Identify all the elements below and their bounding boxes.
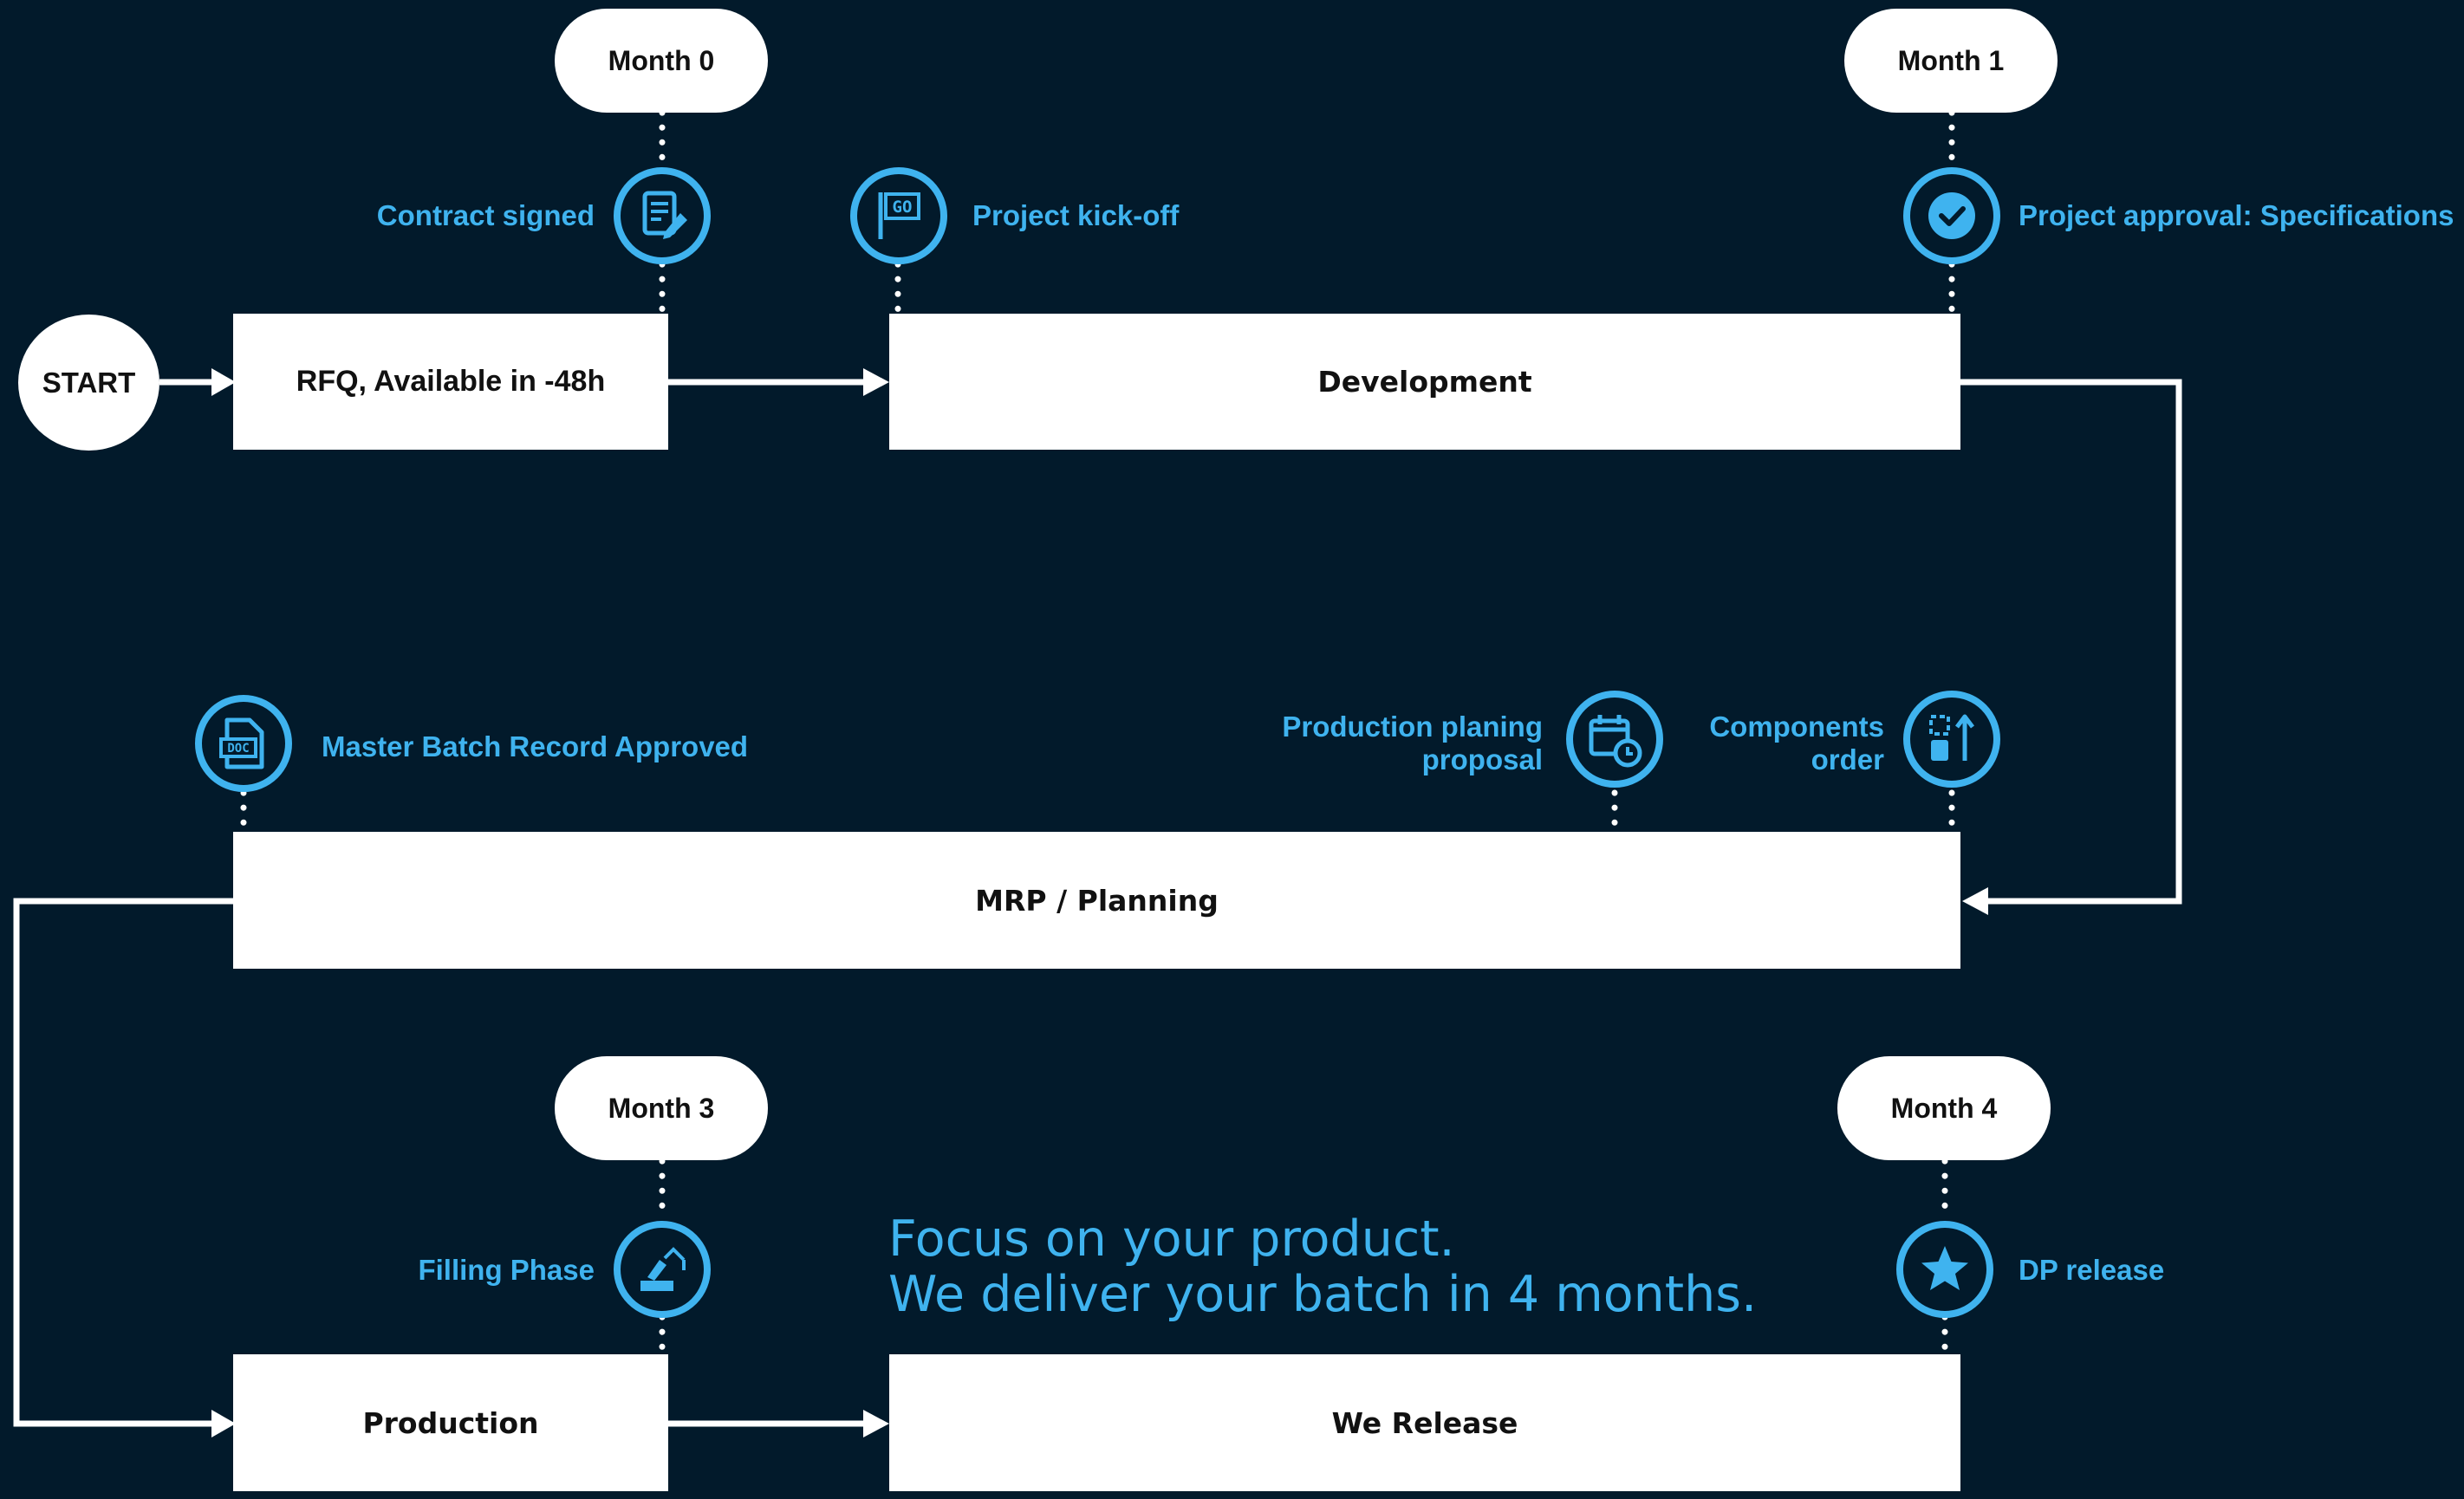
arrow-mrp-to-production-head [211,1410,236,1437]
month-4-label: Month 4 [1890,1092,1998,1124]
svg-text:GO: GO [893,198,913,217]
doc-file-icon: DOC [195,695,292,792]
filling-phase-label: Filling Phase [418,1254,595,1286]
production-label: Production [362,1405,539,1440]
rfq-label: RFQ, Available in -48h [296,365,606,398]
month-1-pill: Month 1 [1844,9,2058,113]
components-order-label: Components order [1709,711,1884,776]
components-order-line2: order [1811,743,1884,775]
tagline: Focus on your product. We deliver your b… [888,1211,1757,1322]
components-order-icon [1903,691,2000,788]
calendar-clock-icon [1566,691,1663,788]
svg-text:DOC: DOC [227,742,249,756]
production-planning-line1: Production planing [1282,711,1543,743]
arrow-production-to-release-head [863,1410,889,1437]
release-box: We Release [889,1354,1960,1491]
tagline-line1: Focus on your product. [888,1210,1455,1268]
components-order-line1: Components [1709,711,1884,743]
start-label: START [42,366,136,399]
arrow-development-to-mrp [1960,379,2182,905]
mrp-planning-label: MRP / Planning [975,883,1219,918]
contract-signed-label: Contract signed [376,199,595,231]
arrow-start-to-rfq-head [211,368,236,396]
development-box: Development [889,314,1960,450]
development-label: Development [1317,365,1532,399]
release-label: We Release [1331,1405,1518,1440]
start-node: START [18,315,159,451]
go-flag-icon: GO [850,167,947,264]
month-4-pill: Month 4 [1837,1056,2051,1160]
document-pen-icon [614,167,711,264]
month-1-label: Month 1 [1897,44,2005,76]
arrow-rfq-to-development-head [863,368,889,396]
arrow-development-to-mrp-head [1962,887,1988,915]
mrp-planning-box: MRP / Planning [233,832,1960,969]
tagline-line2: We deliver your batch in 4 months. [888,1266,1758,1323]
month-3-pill: Month 3 [555,1056,768,1160]
dp-release-label: DP release [2019,1254,2165,1286]
project-approval-label: Project approval: Specifications [2019,199,2454,231]
rfq-box: RFQ, Available in -48h [233,314,668,450]
production-planning-label: Production planing proposal [1282,711,1543,776]
checkmark-icon [1903,167,2000,264]
filling-machine-icon [614,1221,711,1318]
production-box: Production [233,1354,668,1491]
month-3-label: Month 3 [608,1092,715,1124]
month-0-pill: Month 0 [555,9,768,113]
month-0-label: Month 0 [608,44,715,76]
project-kickoff-label: Project kick-off [972,199,1180,231]
production-planning-line2: proposal [1421,743,1543,775]
arrow-mrp-to-production [13,898,233,1427]
master-batch-label: Master Batch Record Approved [322,730,749,762]
star-icon [1896,1221,1993,1318]
